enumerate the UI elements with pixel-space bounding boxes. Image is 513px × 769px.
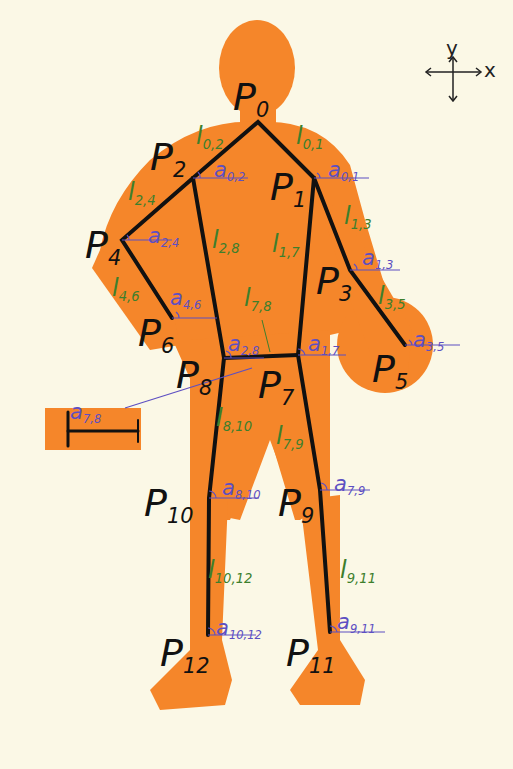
axis-label: y bbox=[446, 38, 458, 58]
point-label: P0 bbox=[233, 78, 269, 116]
l78-leader bbox=[262, 320, 270, 352]
length-label: l2,8 bbox=[212, 228, 240, 252]
angle-label: a0,1 bbox=[328, 160, 359, 181]
point-label: P1 bbox=[270, 168, 306, 206]
angle-label: a2,4 bbox=[148, 226, 179, 247]
point-label: P8 bbox=[176, 356, 212, 394]
angle-label: a0,2 bbox=[214, 160, 245, 181]
point-label: P12 bbox=[160, 634, 210, 672]
length-label: l1,7 bbox=[272, 232, 300, 256]
axis-label: x bbox=[484, 60, 496, 80]
length-label: l3,5 bbox=[378, 284, 406, 308]
angle-label: a10,12 bbox=[216, 618, 262, 639]
angle-label: a7,9 bbox=[334, 474, 365, 495]
length-label: l8,10 bbox=[216, 406, 252, 430]
player-silhouette bbox=[45, 20, 433, 710]
point-label: P4 bbox=[85, 226, 121, 264]
point-label: P10 bbox=[144, 484, 194, 522]
point-label: P11 bbox=[286, 634, 336, 672]
angle-label: a8,10 bbox=[222, 478, 261, 499]
angle-label: a1,3 bbox=[362, 248, 393, 269]
axis-cross bbox=[426, 57, 481, 101]
length-label: l4,6 bbox=[112, 276, 140, 300]
point-label: P3 bbox=[316, 262, 352, 300]
length-label: l9,11 bbox=[340, 558, 376, 582]
length-label: l0,2 bbox=[196, 124, 224, 148]
point-label: P2 bbox=[150, 138, 186, 176]
point-label: P5 bbox=[372, 350, 408, 388]
angle-label: a2,8 bbox=[228, 334, 259, 355]
angle-label: a3,5 bbox=[413, 330, 444, 351]
angle-label: a7,8 bbox=[70, 402, 101, 423]
point-label: P7 bbox=[258, 366, 294, 404]
angle-label: a1,7 bbox=[308, 334, 339, 355]
length-label: l10,12 bbox=[208, 558, 252, 582]
length-label: l7,9 bbox=[276, 424, 304, 448]
angle-label: a4,6 bbox=[170, 288, 201, 309]
length-label: l0,1 bbox=[296, 124, 324, 148]
length-label: l2,4 bbox=[128, 180, 156, 204]
length-label: l7,8 bbox=[244, 286, 272, 310]
skeleton-lines bbox=[68, 122, 405, 635]
point-label: P6 bbox=[138, 314, 174, 352]
angle-references bbox=[122, 172, 460, 635]
length-label: l1,3 bbox=[344, 204, 372, 228]
angle-label: a9,11 bbox=[337, 612, 376, 633]
point-label: P9 bbox=[278, 484, 314, 522]
